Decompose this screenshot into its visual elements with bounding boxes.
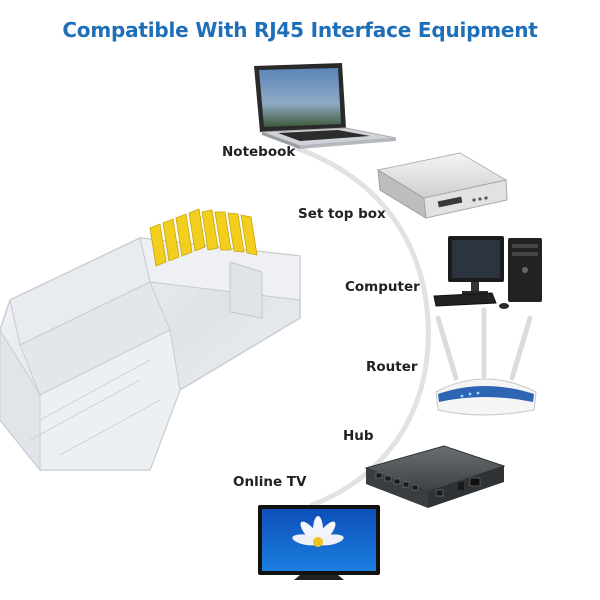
wifi-router-icon	[435, 307, 537, 416]
device-label-computer: Computer	[345, 279, 420, 295]
set-top-box-icon	[376, 152, 508, 219]
desktop-computer-icon	[433, 236, 542, 309]
device-label-set-top-box: Set top box	[298, 206, 386, 222]
laptop-icon	[254, 63, 397, 149]
device-label-online-tv: Online TV	[233, 474, 307, 490]
tv-icon	[258, 505, 380, 580]
device-label-hub: Hub	[343, 428, 374, 444]
network-hub-icon	[364, 445, 506, 508]
device-label-router: Router	[366, 359, 418, 375]
rj45-connector-icon	[0, 208, 301, 472]
device-label-notebook: Notebook	[222, 144, 296, 160]
page-title: Compatible With RJ45 Interface Equipment	[62, 18, 538, 42]
